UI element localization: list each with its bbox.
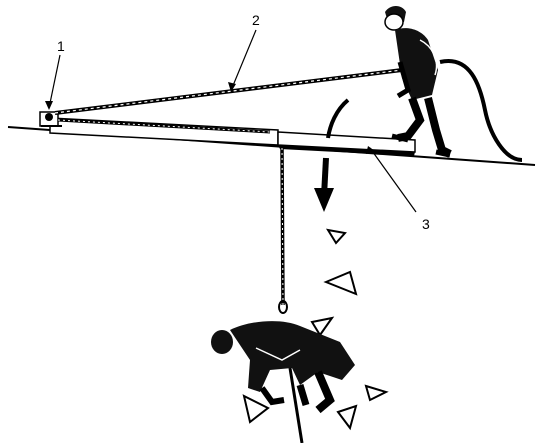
suspension-rope xyxy=(282,148,283,305)
callout-1-anchor: 1 xyxy=(57,38,65,54)
standing-worker xyxy=(385,6,450,155)
lifeline-rope xyxy=(55,70,402,132)
trailing-rope xyxy=(440,61,522,160)
fall-direction-arrow xyxy=(314,158,334,212)
suspended-worker xyxy=(211,301,355,443)
motion-curve-arrow xyxy=(328,100,348,138)
callout-3-board: 3 xyxy=(422,216,430,232)
callout-2-lifeline: 2 xyxy=(252,12,260,28)
